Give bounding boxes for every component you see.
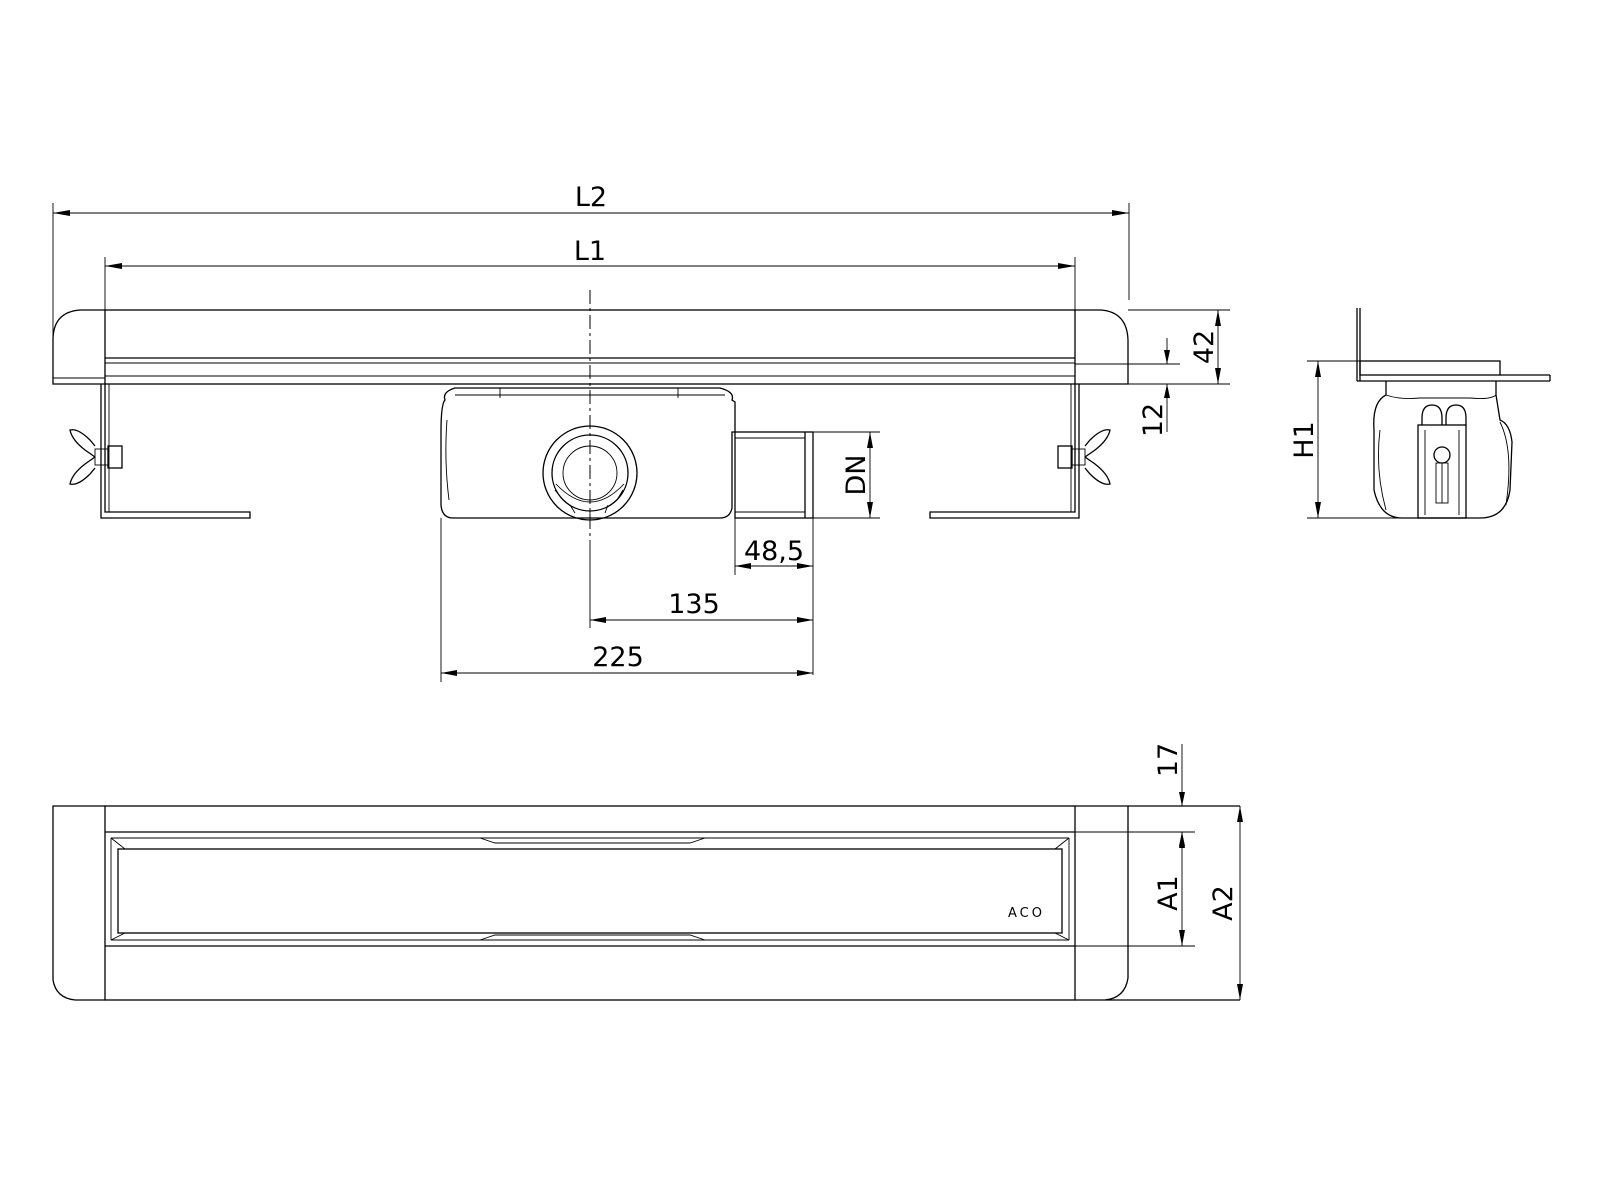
dimension-225: 225 — [440, 518, 813, 682]
label-42: 42 — [1189, 330, 1220, 364]
side-view: H1 — [1289, 308, 1551, 519]
dimension-l2: L2 — [52, 182, 1130, 380]
plan-grate — [117, 848, 1063, 934]
dimension-12: 12 — [1075, 338, 1180, 437]
front-view: L2 L1 — [52, 182, 1230, 682]
label-l1: L1 — [574, 236, 606, 267]
bracket-left — [69, 384, 251, 519]
label-dn: DN — [841, 455, 872, 496]
label-225: 225 — [592, 642, 644, 673]
outlet-pipe — [734, 431, 814, 519]
label-l2: L2 — [575, 182, 607, 213]
label-a1: A1 — [1153, 875, 1184, 911]
dimension-17: 17 — [1075, 743, 1195, 846]
flange-left — [52, 309, 105, 385]
side-body — [1373, 381, 1513, 519]
dimension-48-5: 48,5 — [734, 518, 814, 675]
dimension-h1: H1 — [1289, 360, 1400, 519]
plan-flange-left — [52, 805, 105, 1001]
label-a2: A2 — [1208, 885, 1239, 921]
flange-right — [1075, 309, 1129, 385]
dimension-135: 135 — [589, 540, 813, 628]
dimension-42: 42 — [1128, 309, 1230, 385]
label-17: 17 — [1153, 743, 1184, 777]
label-48-5: 48,5 — [744, 536, 804, 567]
bracket-right — [929, 384, 1111, 519]
label-135: 135 — [668, 589, 720, 620]
plan-flange-right — [1075, 805, 1129, 1001]
dimension-l1: L1 — [104, 236, 1076, 310]
dimension-a1: A1 — [1075, 832, 1195, 947]
dimension-dn: DN — [813, 431, 880, 519]
label-h1: H1 — [1289, 421, 1320, 458]
drain-body — [440, 387, 814, 521]
plan-channel — [104, 805, 1076, 1001]
plan-view: ACO 17 A1 A2 — [52, 743, 1243, 1001]
dimension-a2: A2 — [1208, 806, 1243, 1000]
brand-mark: ACO — [1008, 906, 1045, 921]
side-grate — [1359, 360, 1501, 376]
label-12: 12 — [1138, 403, 1169, 437]
